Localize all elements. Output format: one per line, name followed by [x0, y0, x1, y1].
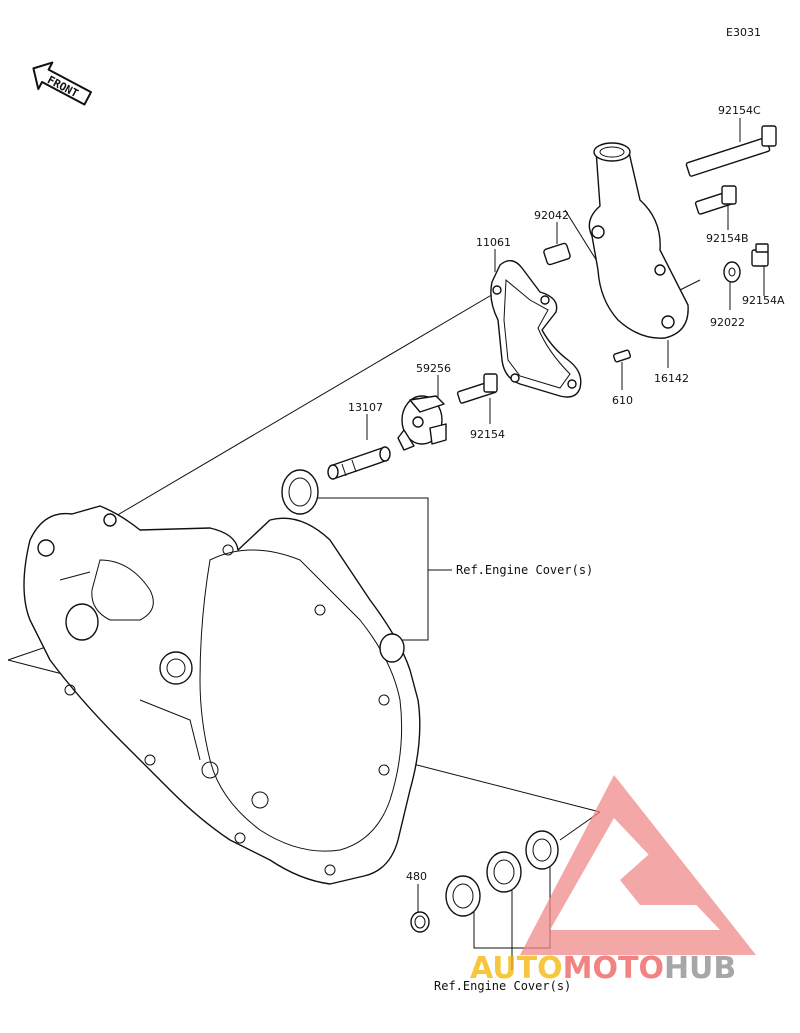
label-92154: 92154 — [470, 428, 505, 441]
watermark-triangle-icon — [520, 775, 756, 955]
label-92154c: 92154C — [718, 104, 761, 117]
bolt-92154a — [751, 243, 769, 267]
label-92154a: 92154A — [742, 294, 785, 307]
diagram-code: E3031 — [726, 26, 761, 39]
pump-cover-16142 — [588, 142, 689, 339]
bearing-lower-1 — [445, 875, 481, 917]
watermark-text-auto: AUTO — [470, 951, 563, 986]
bolt-92154b — [694, 185, 737, 215]
oil-seal-lower — [525, 830, 559, 870]
watermark-text-moto: MOTO — [563, 951, 664, 986]
circlip-480 — [410, 911, 430, 933]
label-610: 610 — [612, 394, 633, 407]
label-59256: 59256 — [416, 362, 451, 375]
watermark-text-hub: HUB — [664, 951, 736, 986]
front-arrow-icon: FRONT — [32, 61, 92, 106]
bolt-92154c — [685, 125, 777, 177]
ref-engine-cover-lower: Ref.Engine Cover(s) — [434, 979, 571, 993]
shaft-13107 — [327, 446, 391, 480]
ref-engine-cover-upper: Ref.Engine Cover(s) — [456, 563, 593, 577]
bolt-92154 — [456, 373, 498, 404]
label-11061: 11061 — [476, 236, 511, 249]
svg-text:AUTOMOTOHUB: AUTOMOTOHUB — [470, 951, 736, 986]
label-92154b: 92154B — [706, 232, 749, 245]
label-13107: 13107 — [348, 401, 383, 414]
label-92042: 92042 — [534, 209, 569, 222]
label-480: 480 — [406, 870, 427, 883]
engine-cover — [23, 505, 421, 885]
gasket-11061 — [490, 260, 582, 398]
impeller-59256 — [397, 395, 447, 451]
label-92022: 92022 — [710, 316, 745, 329]
watermark-logo: AUTOMOTOHUB — [470, 775, 756, 986]
oil-seal-upper — [281, 469, 319, 515]
washer-92022 — [723, 261, 741, 283]
label-16142: 16142 — [654, 372, 689, 385]
pin-610 — [612, 349, 632, 363]
bearing-lower-2 — [486, 851, 522, 893]
dowel-92042 — [543, 242, 571, 266]
